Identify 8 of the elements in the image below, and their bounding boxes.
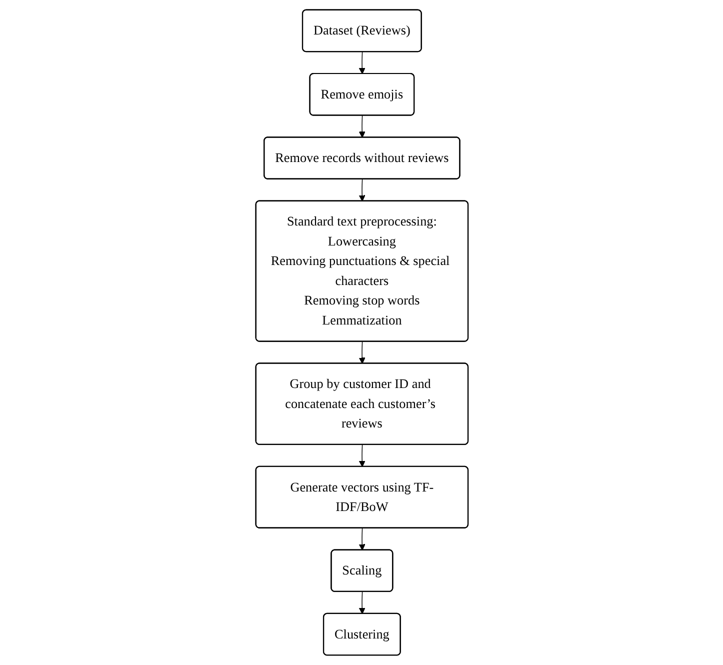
arrow xyxy=(358,52,365,74)
arrow xyxy=(358,115,365,138)
arrow xyxy=(358,178,365,202)
arrow xyxy=(358,444,365,468)
arrow xyxy=(358,591,365,614)
flowchart-drawing: Dataset (Reviews) Remove emojis Remove records without reviews Standard text preprocessing: Lowercasing Removing punctuations & special characters Removing stop words Lemmatization Group by customer ID and concatenate each customer’s reviews Generate vectors using TF-IDF/BoW Scaling Clustering xyxy=(250,4,474,661)
arrow xyxy=(358,528,365,550)
arrow xyxy=(358,341,365,364)
